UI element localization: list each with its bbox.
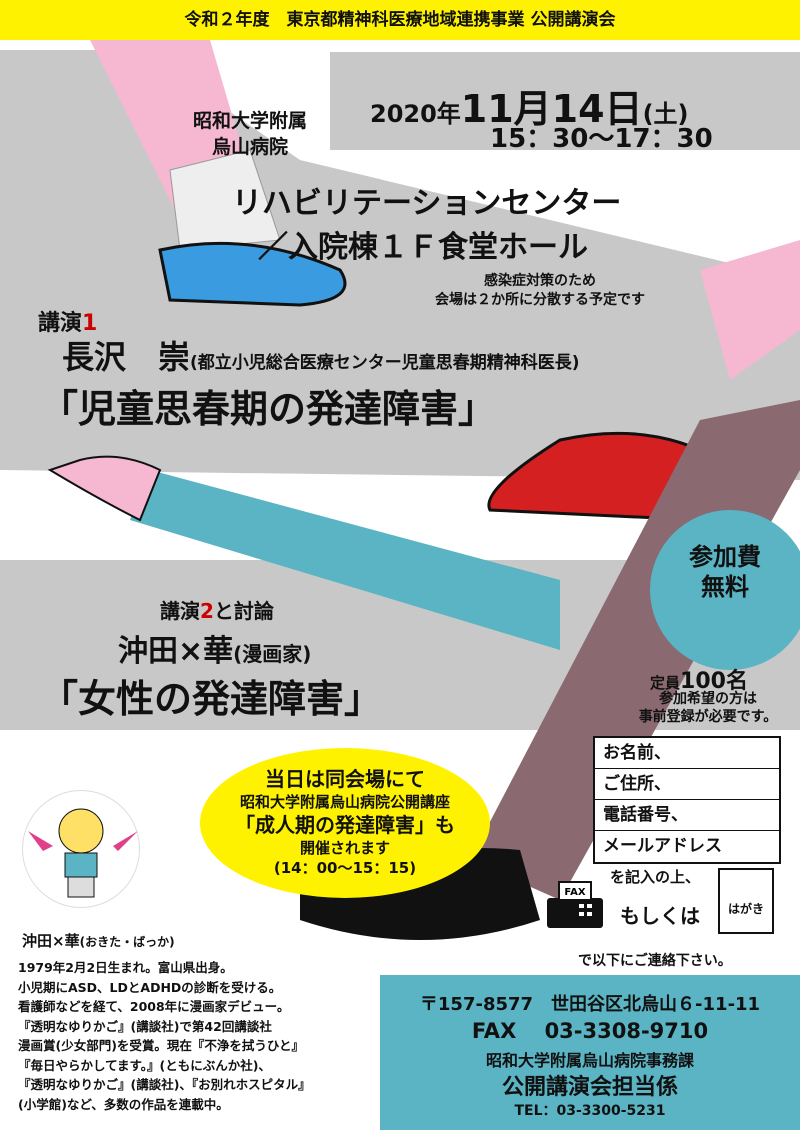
date-year: 2020年 bbox=[370, 100, 461, 128]
lecture-label-post: と討論 bbox=[213, 599, 274, 623]
lecture2-speaker: 沖田×華(漫画家) bbox=[118, 626, 311, 670]
postcard-icon: はがき bbox=[718, 868, 774, 934]
contact-tel: TEL：03-3300-5231 bbox=[514, 1103, 666, 1119]
date-day: 11月14日 bbox=[460, 87, 643, 131]
req-line: 参加希望の方は bbox=[659, 691, 757, 707]
venue-org: 昭和大学附属烏山病院 bbox=[160, 108, 340, 160]
bubble-line: 「成人期の発達障害」も bbox=[235, 813, 455, 837]
lecture-label: 講演 bbox=[160, 599, 200, 623]
venue-line2: ／入院棟１Ｆ食堂ホール bbox=[258, 230, 588, 265]
bio-name-text: 沖田×華 bbox=[22, 932, 80, 950]
capacity: 定員100名 bbox=[650, 663, 748, 695]
bubble-line: 開催されます bbox=[299, 839, 390, 857]
field-item: 電話番号、 bbox=[595, 800, 779, 831]
required-fields-box: お名前、 ご住所、 電話番号、 メールアドレス bbox=[593, 736, 781, 864]
field-item: ご住所、 bbox=[595, 769, 779, 800]
capacity-label: 定員 bbox=[650, 674, 681, 692]
postcard-label: はがき bbox=[727, 902, 764, 916]
author-avatar-illustration bbox=[22, 790, 140, 908]
speaker-affiliation: (都立小児総合医療センター児童思春期精神科医長) bbox=[190, 353, 580, 373]
fee-badge: 参加費無料 bbox=[650, 510, 800, 670]
event-time: 15：30～17：30 bbox=[490, 124, 713, 154]
bio-reading: (おきた・ばっか) bbox=[79, 935, 175, 949]
fee-value: 無料 bbox=[701, 573, 749, 601]
bio-text: 1979年2月2日生まれ。富山県出身。 小児期にASD、LDとADHDの診断を受… bbox=[18, 960, 311, 1112]
speaker-name: 沖田×華 bbox=[118, 634, 234, 669]
event-date: 2020年11月14日(土) bbox=[370, 78, 689, 133]
lecture-label: 講演 bbox=[38, 311, 83, 336]
bio-name: 沖田×華(おきた・ばっか) bbox=[22, 930, 175, 951]
venue-line1: リハビリテーションセンター bbox=[232, 186, 622, 221]
lecture-number: 1 bbox=[82, 311, 98, 336]
bubble-line: 当日は同会場にて bbox=[265, 767, 425, 791]
bubble-line: 昭和大学附属烏山病院公開講座 bbox=[239, 793, 450, 811]
date-band bbox=[330, 52, 800, 150]
note-line: 感染症対策のため bbox=[484, 273, 596, 289]
fill-note: を記入の上、 bbox=[610, 868, 701, 886]
side-event-bubble: 当日は同会場にて 昭和大学附属烏山病院公開講座 「成人期の発達障害」も 開催され… bbox=[200, 748, 490, 898]
contact-note: で以下にご連絡下さい。 bbox=[578, 953, 732, 969]
lecture1-label: 講演1 bbox=[38, 305, 97, 337]
contact-address: 〒157-8577 世田谷区北烏山６-11-11 bbox=[419, 994, 761, 1015]
lecture2-title: 「女性の発達障害」 bbox=[40, 677, 383, 721]
note-line: 会場は２か所に分散する予定です bbox=[435, 292, 645, 308]
date-weekday: (土) bbox=[642, 100, 689, 128]
header-title: 令和２年度 東京都精神科医療地域連携事業 公開講演会 bbox=[0, 0, 800, 40]
venue-note: 感染症対策のため会場は２か所に分散する予定です bbox=[420, 272, 660, 310]
capacity-value: 100名 bbox=[680, 669, 748, 694]
lecture2-label: 講演2と討論 bbox=[160, 595, 274, 624]
contact-dept: 公開講演会担当係 bbox=[501, 1075, 678, 1100]
hand bbox=[47, 455, 162, 522]
lecture1-title: 「児童思春期の発達障害」 bbox=[40, 387, 497, 431]
speaker-name: 長沢 崇 bbox=[62, 338, 191, 376]
lecture-number: 2 bbox=[200, 599, 214, 623]
venue-hospital: 烏山病院 bbox=[211, 136, 288, 158]
contact-org: 昭和大学附属烏山病院事務課 bbox=[485, 1051, 694, 1070]
lecture1-speaker: 長沢 崇(都立小児総合医療センター児童思春期精神科医長) bbox=[62, 332, 580, 378]
contact-panel: 〒157-8577 世田谷区北烏山６-11-11 FAX 03-3308-971… bbox=[380, 975, 800, 1130]
or-text: もしくは bbox=[620, 904, 700, 928]
sock bbox=[169, 149, 281, 251]
leg-pink-right bbox=[700, 240, 800, 380]
fee-label: 参加費 bbox=[689, 543, 761, 571]
fax-machine-icon: FAX bbox=[547, 881, 603, 928]
contact-fax: FAX 03-3308-9710 bbox=[471, 1019, 709, 1043]
speaker-affiliation: (漫画家) bbox=[233, 642, 312, 666]
field-item: お名前、 bbox=[595, 738, 779, 769]
blue-shoe bbox=[158, 241, 347, 307]
fax-label: FAX bbox=[564, 887, 585, 898]
field-item: メールアドレス bbox=[603, 836, 722, 856]
bubble-line: (14：00～15：15) bbox=[273, 859, 417, 877]
req-line: 事前登録が必要です。 bbox=[638, 709, 778, 725]
venue-org-line: 昭和大学附属 bbox=[192, 110, 307, 132]
registration-note: 参加希望の方は事前登録が必要です。 bbox=[628, 690, 788, 726]
striped-arm bbox=[130, 470, 560, 650]
